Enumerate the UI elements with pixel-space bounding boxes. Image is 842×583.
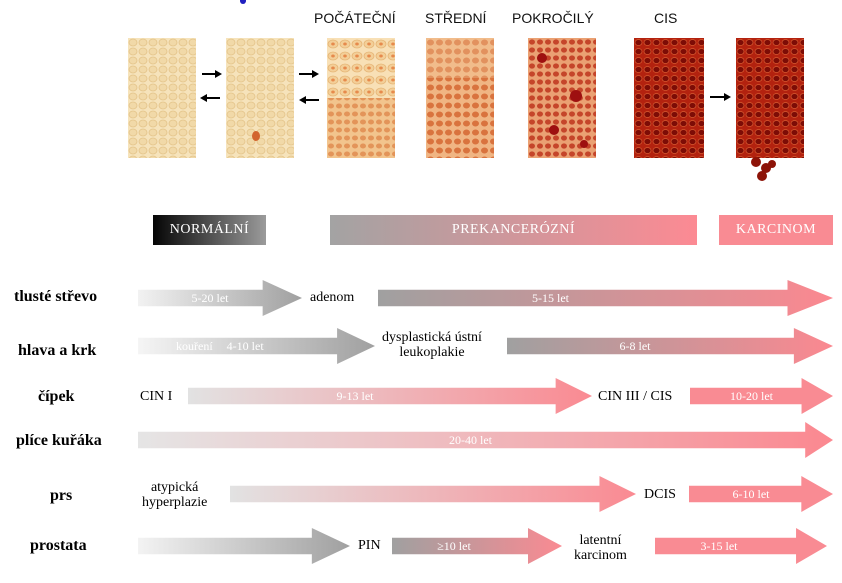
row-label-cervix: čípek bbox=[38, 388, 75, 405]
colon-term-adenoma: adenom bbox=[310, 290, 355, 305]
tissue-early-graphic bbox=[327, 38, 395, 158]
stage-label-early: POČÁTEČNÍ bbox=[314, 10, 396, 26]
row-label-prostate: prostata bbox=[30, 537, 87, 554]
tissue-early bbox=[327, 38, 395, 158]
colon-arrow-1-label: 5-20 let bbox=[191, 290, 229, 305]
prostate-arrow-2: ≥10 let bbox=[392, 528, 562, 564]
breast-arrow-1 bbox=[230, 476, 636, 512]
prostate-term-latent: latentní karcinom bbox=[574, 533, 627, 563]
headneck-term-leukoplakia: dysplastická ústní leukoplakie bbox=[382, 330, 482, 360]
headneck-arrow-2-label: 6-8 let bbox=[619, 338, 651, 353]
breast-arrow-2: 6-10 let bbox=[689, 476, 833, 512]
tissue-normal-1-graphic bbox=[128, 38, 196, 158]
phase-carcinoma: KARCINOM bbox=[719, 215, 833, 245]
prostate-arrow-3-label: 3-15 let bbox=[700, 538, 738, 553]
blue-mark bbox=[240, 0, 246, 4]
breast-term-line2: hyperplazie bbox=[142, 495, 208, 510]
row-label-colon: tlusté střevo bbox=[14, 288, 98, 305]
prostate-term-line2: karcinom bbox=[574, 548, 627, 563]
row-label-headneck: hlava a krk bbox=[18, 342, 97, 359]
row-label-lung: plíce kuřáka bbox=[16, 432, 102, 449]
headneck-arrow-2: 6-8 let bbox=[507, 328, 833, 364]
colon-arrow-2: 5-15 let bbox=[378, 280, 833, 316]
row-label-breast: prs bbox=[50, 487, 73, 504]
tissue-intermediate-graphic bbox=[426, 38, 494, 158]
headneck-arrow-1-label-smoking: kouření bbox=[176, 338, 213, 353]
tissue-invasive bbox=[736, 38, 804, 183]
tissue-cis-graphic bbox=[634, 38, 704, 158]
exchange-arrows-2 bbox=[299, 70, 319, 104]
stage-label-intermediate: STŘEDNÍ bbox=[425, 10, 487, 26]
exchange-arrows-1 bbox=[200, 70, 222, 102]
lung-arrow: 20-40 let bbox=[138, 422, 833, 458]
tissue-advanced-graphic bbox=[528, 38, 596, 158]
stage-label-cis: CIS bbox=[654, 10, 678, 26]
tissue-intermediate bbox=[426, 38, 494, 158]
phase-precancerous-label: PREKANCERÓZNÍ bbox=[451, 222, 576, 237]
stage-label-advanced: POKROČILÝ bbox=[512, 10, 594, 26]
prostate-arrow-1 bbox=[138, 528, 350, 564]
phase-carcinoma-label: KARCINOM bbox=[735, 222, 817, 237]
breast-arrow-2-label: 6-10 let bbox=[732, 486, 770, 501]
headneck-arrow-1-label-years: 4-10 let bbox=[226, 338, 264, 353]
phase-normal-label: NORMÁLNÍ bbox=[169, 222, 250, 237]
breast-term-line1: atypická bbox=[150, 480, 199, 495]
cervix-term-cin3: CIN III / CIS bbox=[598, 389, 673, 404]
colon-arrow-1: 5-20 let bbox=[138, 280, 302, 316]
cervix-arrow-1-label: 9-13 let bbox=[336, 388, 374, 403]
phase-precancerous: PREKANCERÓZNÍ bbox=[330, 215, 697, 245]
cervix-arrow-1: 9-13 let bbox=[188, 378, 592, 414]
tissue-advanced bbox=[528, 38, 596, 158]
lung-arrow-label: 20-40 let bbox=[449, 432, 492, 447]
tissue-cis bbox=[634, 38, 704, 158]
cervix-arrow-2: 10-20 let bbox=[690, 378, 833, 414]
tissue-normal-1 bbox=[128, 38, 196, 158]
cervix-arrow-2-label: 10-20 let bbox=[730, 388, 773, 403]
tissue-normal-2 bbox=[226, 38, 294, 158]
headneck-term-line2: leukoplakie bbox=[399, 345, 465, 360]
headneck-arrow-1: kouření 4-10 let bbox=[138, 328, 375, 364]
prostate-arrow-3: 3-15 let bbox=[655, 528, 827, 564]
tissue-invasive-graphic bbox=[736, 38, 804, 181]
colon-arrow-2-label: 5-15 let bbox=[532, 290, 569, 305]
phase-normal: NORMÁLNÍ bbox=[153, 215, 266, 245]
progression-arrow bbox=[710, 93, 731, 101]
cervix-term-cin1: CIN I bbox=[140, 389, 173, 404]
breast-term-hyperplasia: atypická hyperplazie bbox=[142, 480, 207, 510]
prostate-term-line1: latentní bbox=[579, 533, 622, 548]
headneck-term-line1: dysplastická ústní bbox=[382, 330, 482, 345]
prostate-arrow-2-label: ≥10 let bbox=[437, 538, 471, 553]
breast-term-dcis: DCIS bbox=[644, 487, 676, 502]
prostate-term-pin: PIN bbox=[358, 538, 381, 553]
tissue-normal-2-graphic bbox=[226, 38, 294, 158]
